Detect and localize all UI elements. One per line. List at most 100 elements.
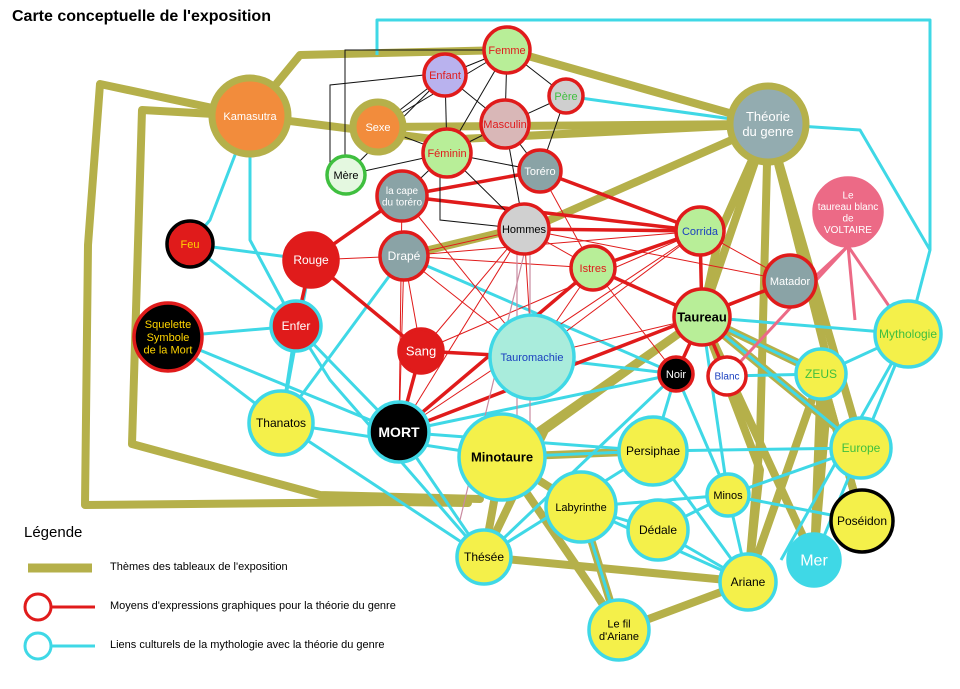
- legend-swatch-mythology-circle: [23, 631, 53, 661]
- thin-expression-link: [403, 255, 594, 269]
- node-label: Europe: [842, 441, 881, 455]
- node-circle: [282, 231, 340, 289]
- node-label: Minotaure: [471, 450, 533, 465]
- node-label: Mer: [800, 553, 828, 570]
- node-circle: [457, 412, 547, 502]
- node-label: Enfant: [429, 70, 461, 82]
- node-label: Istres: [580, 263, 607, 275]
- node-circle: [718, 552, 778, 612]
- node-label: Noir: [666, 369, 687, 381]
- node-label: Le fil: [607, 619, 630, 631]
- legend-swatch-expression-circle: [23, 592, 53, 622]
- node-hommes: Hommes: [497, 202, 551, 256]
- thin-expression-link: [523, 228, 791, 282]
- theme-link: [374, 120, 772, 131]
- node-label: Sang: [406, 344, 436, 359]
- page-title: Carte conceptuelle de l'exposition: [12, 8, 271, 25]
- voltaire-link: [846, 245, 857, 321]
- node-femme: Femme: [482, 25, 532, 75]
- thin-expression-link: [420, 230, 701, 352]
- node-label: Tauromachie: [501, 352, 564, 364]
- node-label: Rouge: [293, 253, 329, 267]
- node-label: Kamasutra: [223, 111, 277, 123]
- voltaire-link: [725, 244, 850, 378]
- node-label: Mythologie: [879, 327, 937, 341]
- node-label: Squelette: [145, 319, 191, 331]
- node-circle: [544, 470, 618, 544]
- node-mer: Mer: [786, 532, 842, 588]
- node-circle: [569, 244, 617, 292]
- node-ariane: Ariane: [718, 552, 778, 612]
- node-label: Symbole: [147, 332, 190, 344]
- node-enfant: Enfant: [422, 52, 468, 98]
- node-label: la cape: [386, 186, 419, 197]
- node-labyrinthe: Labyrinthe: [544, 470, 618, 544]
- node-label: Hommes: [502, 224, 547, 236]
- mythology-link: [482, 372, 678, 559]
- node-pere: Père: [547, 77, 585, 115]
- node-label: Corrida: [682, 226, 719, 238]
- theme-link: [810, 370, 825, 564]
- node-circle: [706, 355, 748, 397]
- theme-link: [480, 553, 752, 586]
- node-circle: [247, 389, 315, 457]
- node-blanc: Blanc: [706, 355, 748, 397]
- theme-link: [744, 370, 825, 586]
- node-persiphae: Persiphae: [617, 415, 689, 487]
- node-circle: [587, 598, 651, 662]
- node-circle: [208, 74, 292, 158]
- node-taureau: Taureau: [672, 287, 732, 347]
- node-circle: [349, 98, 407, 156]
- node-label: d'Ariane: [599, 631, 639, 643]
- node-matador: Matador: [762, 253, 818, 309]
- node-circle: [726, 82, 810, 166]
- node-label: Matador: [770, 276, 811, 288]
- node-label: Feu: [181, 239, 200, 251]
- expression-link: [523, 227, 701, 233]
- mythology-link: [700, 316, 730, 496]
- node-circle: [378, 230, 430, 282]
- node-label: Blanc: [714, 372, 739, 383]
- node-minos: Minos: [705, 472, 751, 518]
- node-label: Enfer: [282, 319, 311, 333]
- node-zeus: ZEUS: [794, 347, 848, 401]
- node-label: Drapé: [388, 249, 421, 263]
- node-label: Père: [554, 91, 577, 103]
- node-label: Minos: [713, 490, 743, 502]
- node-circle: [829, 416, 893, 480]
- legend-title: Légende: [24, 524, 83, 541]
- expression-link: [401, 194, 701, 233]
- node-feminin: Féminin: [421, 127, 473, 179]
- node-sang: Sang: [397, 327, 445, 375]
- node-circle: [517, 148, 563, 194]
- node-label: Le: [842, 190, 854, 201]
- node-istres: Istres: [569, 244, 617, 292]
- node-these: Thésée: [455, 528, 513, 586]
- node-circle: [367, 400, 431, 464]
- node-label: Théorie: [746, 109, 790, 124]
- node-circle: [482, 25, 532, 75]
- node-label: taureau blanc: [818, 202, 879, 213]
- node-circle: [422, 52, 468, 98]
- node-label: de: [842, 213, 854, 224]
- theme-link: [480, 313, 706, 561]
- node-circle: [626, 498, 690, 562]
- node-minotaure: Minotaure: [457, 412, 547, 502]
- node-circle: [812, 176, 884, 248]
- node-circle: [421, 127, 473, 179]
- node-circle: [455, 528, 513, 586]
- node-poseidon: Poséidon: [829, 488, 895, 554]
- node-kamasutra: Kamasutra: [208, 74, 292, 158]
- node-label: MORT: [378, 424, 420, 440]
- node-circle: [762, 253, 818, 309]
- node-label: Thanatos: [256, 416, 306, 430]
- thin-expression-link: [403, 230, 701, 257]
- legend-label-mythology: Liens culturels de la mythologie avec la…: [110, 639, 385, 651]
- mythology-link: [375, 18, 932, 335]
